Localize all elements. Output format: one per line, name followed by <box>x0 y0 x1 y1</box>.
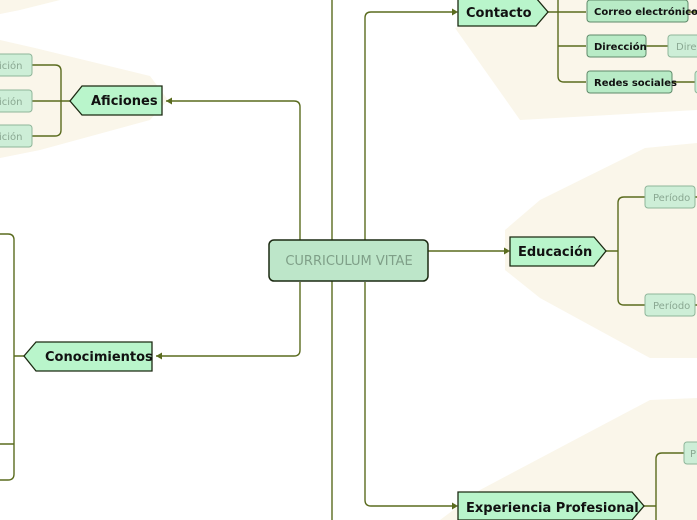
line-conocimientos <box>156 282 301 357</box>
aficion-node-2[interactable]: ición <box>0 89 33 113</box>
conocimientos-label: Conocimientos <box>45 350 153 365</box>
aficion-label-2: ición <box>0 96 23 108</box>
arrow-conocimientos <box>156 352 162 360</box>
correo-label: Correo electrónico <box>594 6 697 18</box>
line-contacto <box>364 11 452 240</box>
root-node[interactable]: CURRICULUM VITAE <box>268 239 429 282</box>
line-educacion-children <box>606 196 645 306</box>
periodo-node-1[interactable]: Período <box>644 185 696 209</box>
aficiones-label: Aficiones <box>91 94 158 109</box>
contacto-label: Contacto <box>466 6 532 21</box>
contacto-node[interactable]: Contacto <box>457 0 549 27</box>
aficion-label-3: ición <box>0 131 23 143</box>
top-left-region <box>0 0 60 14</box>
periodo-node-2[interactable]: Período <box>644 293 696 317</box>
direccion-label: Dirección <box>594 41 647 53</box>
arrowheads <box>156 8 510 510</box>
educacion-node[interactable]: Educación <box>509 236 607 267</box>
redes-label: Redes sociales <box>594 78 677 89</box>
experiencia-region <box>440 398 697 520</box>
periodo-label-2: Período <box>653 300 690 312</box>
direccion-node[interactable]: Dirección <box>586 34 647 58</box>
line-experiencia-children <box>644 452 684 520</box>
experiencia-node[interactable]: Experiencia Profesional <box>457 491 645 520</box>
aficiones-node[interactable]: Aficiones <box>69 85 163 116</box>
arrow-contacto <box>452 8 458 16</box>
aficion-node-1[interactable]: ición <box>0 53 33 77</box>
correo-node[interactable]: Correo electrónico <box>586 0 697 23</box>
direccion-detail-label: Dire <box>676 42 697 53</box>
line-aficiones-children <box>32 64 70 137</box>
line-contacto-children <box>548 0 586 83</box>
direccion-detail-node[interactable]: Dire <box>667 34 697 58</box>
arrow-experiencia <box>452 502 458 510</box>
periodo-label-1: Período <box>653 192 690 204</box>
arrow-educacion <box>504 247 510 255</box>
line-aficiones <box>166 100 301 240</box>
arrow-aficiones <box>166 97 172 105</box>
root-label: CURRICULUM VITAE <box>285 254 412 269</box>
experiencia-label: Experiencia Profesional <box>466 501 639 516</box>
educacion-label: Educación <box>518 245 592 260</box>
redes-node[interactable]: Redes sociales <box>586 70 677 94</box>
aficion-node-3[interactable]: ición <box>0 124 33 148</box>
experiencia-child-node[interactable]: P <box>683 441 697 465</box>
conocimientos-node[interactable]: Conocimientos <box>23 341 153 372</box>
aficion-label-1: ición <box>0 60 23 72</box>
line-experiencia <box>364 282 452 507</box>
experiencia-child-label: P <box>690 449 696 460</box>
line-conocimientos-children <box>0 233 24 481</box>
